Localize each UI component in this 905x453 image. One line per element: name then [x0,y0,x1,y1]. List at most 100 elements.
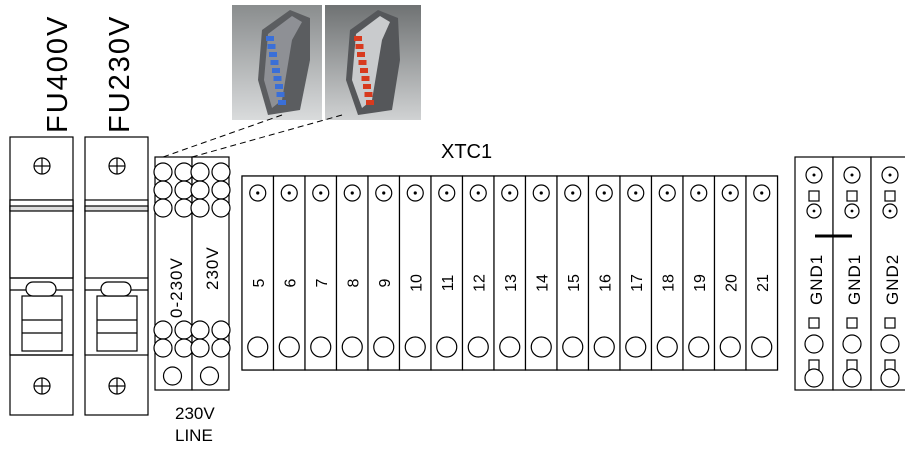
terminal-contact-icon [562,336,584,358]
terminal-contact-icon [530,336,552,358]
terminal-number: 21 [755,274,772,292]
connector-dot [358,60,367,65]
gnd-label-3: GND2 [883,254,902,305]
terminal-screw-center [350,191,354,195]
terminal-contact-icon [499,336,521,358]
power-label-0-230v: 0-230V [167,257,186,318]
gnd-ring-center [850,209,854,213]
terminal-number: 5 [251,278,268,287]
power-label-230v: 230V [203,246,222,290]
terminal-number: 20 [723,274,740,292]
gnd-screw-center [888,173,892,177]
terminal-number: 19 [692,274,709,292]
terminal-screw-center [728,191,732,195]
terminal-number: 14 [534,274,551,292]
connector-dot [366,100,374,105]
gnd-ring [880,334,900,354]
contact-circle [190,198,210,218]
contact-circle [174,180,194,200]
terminal-contact-icon [688,336,710,358]
gnd-screw-center [850,173,854,177]
terminal-screw-center [539,191,543,195]
contact-circle [211,180,231,200]
connector-dot [267,44,276,49]
power-caption-line1: 230V [175,404,215,423]
gnd-square [808,317,820,329]
breaker-fu230v [84,136,149,416]
terminal-contact-icon [373,336,395,358]
contact-circle [211,338,231,358]
connector-dot [357,52,365,57]
contact-circle [162,366,183,386]
gnd-ring [880,368,900,388]
terminal-number: 10 [408,274,425,292]
terminal-contact-icon [404,336,426,358]
connector-dot [355,44,364,49]
connector-dot [273,76,282,81]
terminal-contact-icon [625,336,647,358]
terminal-number: 7 [314,278,331,287]
terminal-contact-icon [436,336,458,358]
contact-circle [211,162,231,182]
connector-dot [275,84,283,89]
terminal-screw-center [476,191,480,195]
contact-circle [174,162,194,182]
contact-circle [153,198,173,218]
terminal-cell [619,175,653,371]
red-terminal-photo [325,5,421,120]
gnd-label-2: GND1 [845,254,864,305]
terminal-contact-icon [656,336,678,358]
contact-circle [199,366,220,386]
terminal-number: 6 [282,278,299,287]
breaker-label-fu400v: FU400V [42,15,74,133]
gnd-screw-center [812,173,816,177]
terminal-strip-title: XTC1 [441,141,492,163]
terminal-contact-icon [467,336,489,358]
contact-circle [153,162,173,182]
terminal-screw-center [665,191,669,195]
terminal-contact-icon [719,336,741,358]
contact-circle [174,338,194,358]
contact-circle [153,320,173,340]
screw-icon [108,157,126,175]
terminal-number: 13 [503,274,520,292]
terminal-screw-center [508,191,512,195]
connector-dot [360,68,368,73]
screw-icon [33,157,51,175]
terminal-screw-center [413,191,417,195]
terminal-number: 18 [660,274,677,292]
power-block-contacts [153,162,231,386]
terminal-screw-center [319,191,323,195]
contact-circle [174,320,194,340]
contact-circle [190,180,210,200]
terminal-screw-center [760,191,764,195]
terminal-contact-icon [593,336,615,358]
terminal-screw-center [256,191,260,195]
gnd-ring [842,368,862,388]
terminal-screw-center [571,191,575,195]
terminal-contact-icon [341,336,363,358]
connector-dot [363,84,371,89]
leader-lines [162,114,343,158]
terminal-number: 11 [440,275,457,292]
terminal-number: 15 [566,274,583,292]
terminal-number: 9 [377,278,394,287]
contact-circle [153,338,173,358]
gnd-square [884,317,896,329]
breaker-fu400v [9,136,74,416]
terminal-number: 8 [345,278,362,287]
screw-icon [33,377,51,395]
blue-terminal-photo [232,5,322,120]
contact-circle [190,320,210,340]
connector-dot [278,100,286,105]
terminal-number: 12 [471,274,488,292]
connector-dot [364,92,373,97]
contact-circle [211,320,231,340]
terminal-screw-center [697,191,701,195]
terminal-number: 17 [629,274,646,292]
gnd-block-contacts [804,166,900,388]
gnd-ring-center [888,209,892,213]
contact-circle [211,198,231,218]
